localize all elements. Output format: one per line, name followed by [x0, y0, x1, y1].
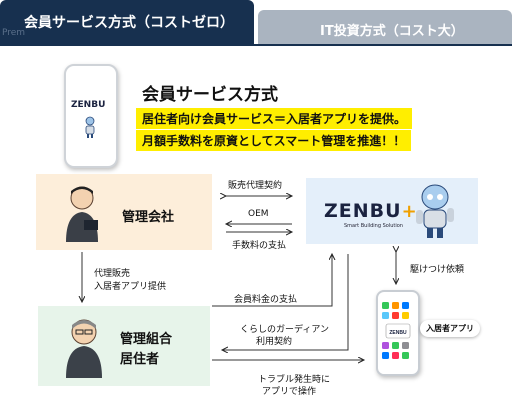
- svg-text:ZENBU: ZENBU: [389, 330, 407, 336]
- node-management-company: 管理会社: [36, 174, 212, 250]
- flow-label-guardian-1: くらしのガーディアン: [240, 325, 330, 335]
- tab-it-investment-label: IT投資方式（コスト大）: [320, 24, 464, 39]
- tab-member-service-label: 会員サービス方式（コストゼロ）: [24, 15, 234, 31]
- tab-it-investment[interactable]: IT投資方式（コスト大）: [258, 10, 512, 44]
- intro-title: 会員サービス方式: [142, 85, 278, 105]
- flow-label-resell-2: 入居者アプリ提供: [94, 282, 167, 292]
- flow-label-rush: 駆けつけ依頼: [410, 265, 465, 275]
- robot-mascot-icon: [416, 184, 454, 238]
- flow-label-agency: 販売代理契約: [228, 181, 283, 191]
- arrow-guardian: [222, 254, 349, 350]
- flow-label-member-fee: 会員料金の支払: [234, 295, 298, 305]
- node-association-residents: 管理組合 居住者: [38, 306, 210, 386]
- app-grid-icon: ZENBU: [382, 302, 411, 359]
- manager-person-icon: [66, 186, 98, 242]
- tab-divider: [0, 44, 512, 46]
- zenbu-plus-mark: +: [401, 201, 418, 222]
- node-residents-label: 居住者: [120, 352, 160, 367]
- smartphone-app-illustration: ZENBU: [376, 290, 420, 376]
- arrow-member-fee: [212, 254, 332, 307]
- intro-highlight-1: 居住者向け会員サービス＝入居者アプリを提供。: [136, 108, 413, 129]
- node-management-company-label: 管理会社: [122, 210, 175, 225]
- resident-app-badge: 入居者アプリ: [420, 320, 480, 337]
- phone-logo: ZENBU: [71, 100, 106, 110]
- flow-label-trouble-2: アプリで操作: [262, 387, 317, 397]
- node-association-label: 管理組合: [120, 332, 173, 347]
- resident-person-icon: [66, 319, 102, 378]
- tab-member-service[interactable]: 会員サービス方式（コストゼロ） Prem: [0, 0, 254, 44]
- flow-label-resell-1: 代理販売: [94, 269, 131, 279]
- zenbu-logo: ZENBU+: [324, 200, 418, 222]
- zenbu-subtitle: Smart Building Solution: [344, 223, 403, 229]
- tab-ghost-text: Prem: [2, 28, 26, 38]
- robot-icon: [85, 116, 95, 138]
- phone-illustration: ZENBU: [64, 64, 118, 168]
- flow-label-fee: 手数料の支払: [232, 241, 287, 251]
- flow-label-guardian-2: 利用契約: [256, 337, 293, 347]
- flow-label-trouble-1: トラブル発生時に: [258, 375, 331, 385]
- intro-highlight-2: 月額手数料を原資としてスマート管理を推進！！: [136, 130, 412, 151]
- flow-label-oem: OEM: [248, 209, 269, 219]
